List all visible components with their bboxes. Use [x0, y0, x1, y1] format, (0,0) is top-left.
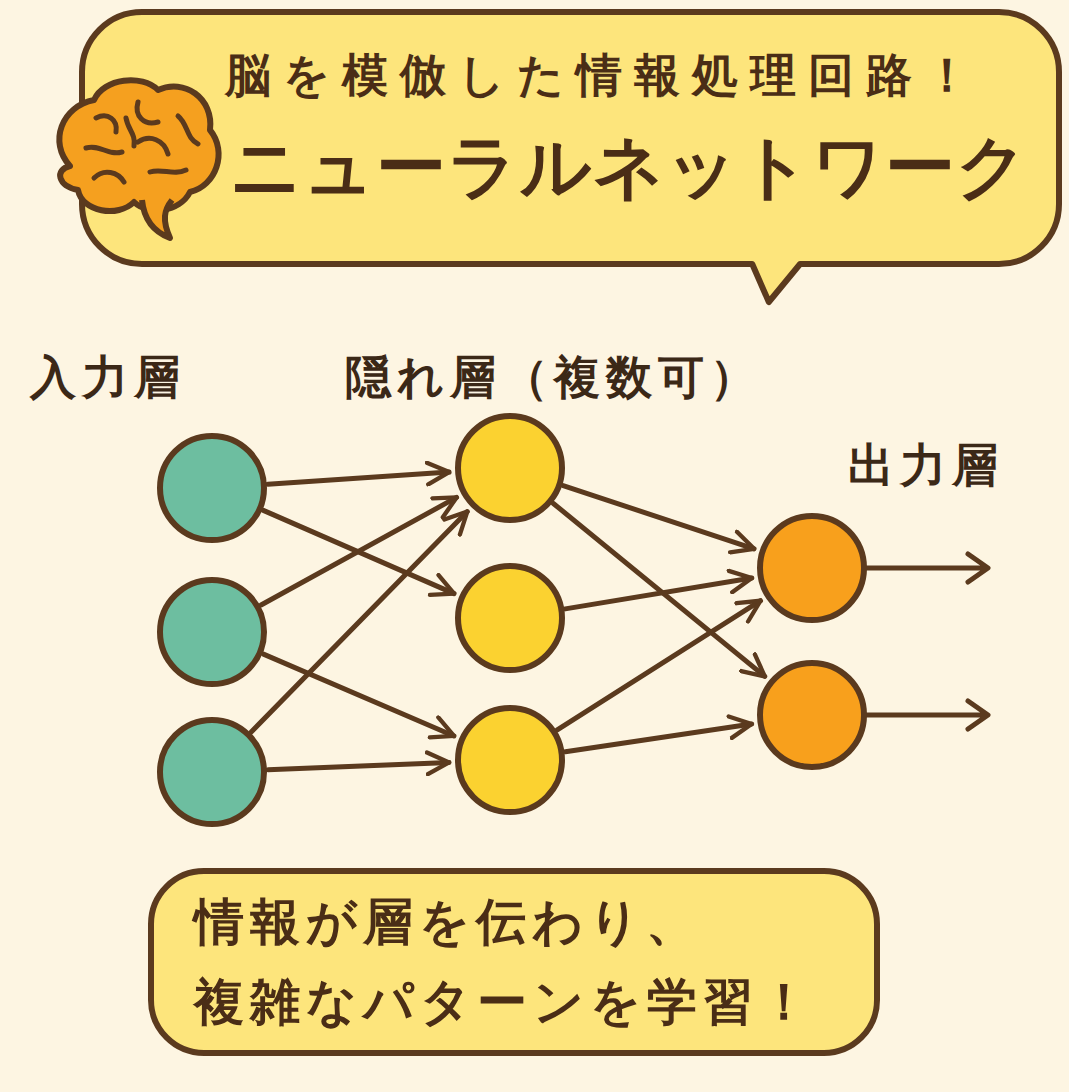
title-text: ニューラルネットワーク — [230, 125, 1029, 209]
connection-arrow — [563, 486, 754, 549]
neuron-circle — [455, 563, 565, 673]
circle-shape — [157, 577, 267, 687]
neuron-circle — [157, 433, 267, 543]
connection-arrow — [553, 503, 764, 676]
layer-label: 隠れ層（複数可） — [345, 350, 762, 405]
circle-shape — [455, 413, 565, 523]
neuron-circle — [757, 513, 867, 623]
neuron-circle-outline — [760, 516, 864, 620]
circle-shape — [157, 433, 267, 543]
title-bubble: 脳を模倣した情報処理回路！ ニューラルネットワーク — [82, 12, 1059, 264]
neuron-circle-outline — [458, 708, 562, 812]
neuron-circle-outline — [160, 436, 264, 540]
brain-icon — [38, 68, 223, 248]
circle-shape — [455, 705, 565, 815]
connection-arrow — [565, 724, 751, 752]
layer-label: 出力層 — [848, 438, 1004, 493]
neuron-circle-outline — [160, 720, 264, 824]
caption-text: 情報が層を伝わり、 複雑なパターンを学習！ — [194, 882, 834, 1042]
circle-shape — [455, 563, 565, 673]
neuron-circle-outline — [760, 663, 864, 767]
neuron-circle — [757, 660, 867, 770]
output-arrow — [866, 554, 988, 582]
neuron-circle-outline — [458, 416, 562, 520]
connection-arrow — [263, 654, 453, 736]
connection-arrow — [268, 762, 449, 769]
connection-arrow — [557, 601, 760, 730]
speech-bubble-outline — [82, 12, 1059, 302]
output-arrow — [866, 701, 988, 729]
layer-label: 入力層 — [30, 350, 186, 405]
circle-shape — [757, 660, 867, 770]
neuron-circle — [455, 705, 565, 815]
caption-bubble: 情報が層を伝わり、 複雑なパターンを学習！ — [148, 868, 880, 1056]
neuron-circle-outline — [160, 580, 264, 684]
neuron-circle-outline — [458, 566, 562, 670]
connection-arrow — [251, 512, 467, 732]
connection-arrow — [268, 472, 449, 484]
neuron-circle — [157, 717, 267, 827]
circle-shape — [157, 717, 267, 827]
neuron-circle — [157, 577, 267, 687]
neuron-circle — [455, 413, 565, 523]
connection-arrow — [565, 578, 752, 609]
circle-shape — [757, 513, 867, 623]
subtitle-text: 脳を模倣した情報処理回路！ — [225, 48, 982, 103]
